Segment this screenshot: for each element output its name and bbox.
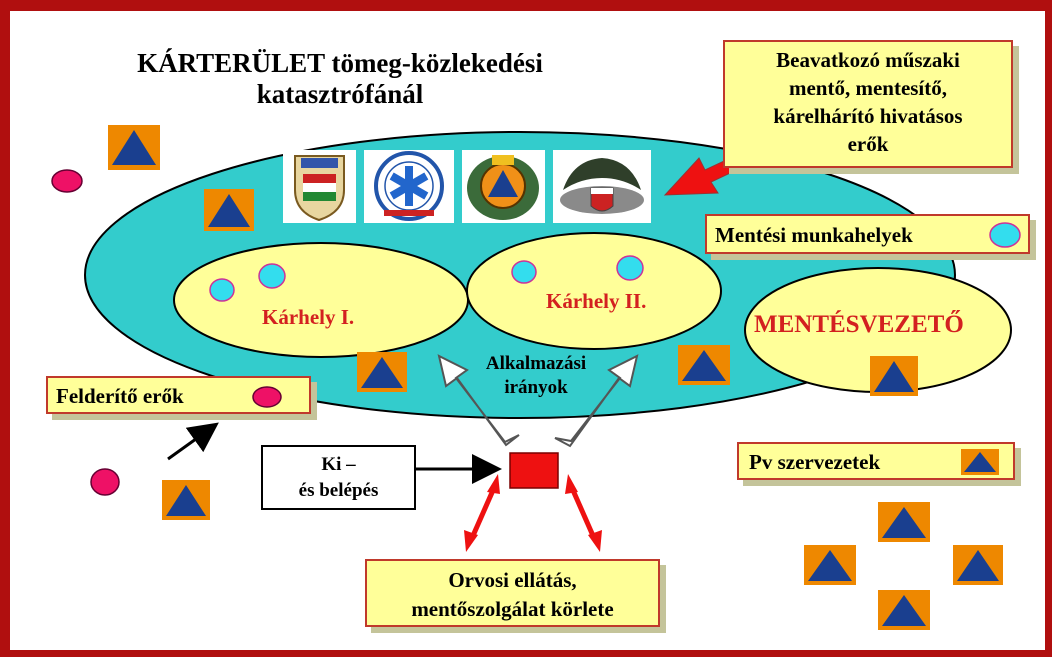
red-double-arrow-right [565, 474, 602, 552]
beavatkozo-line1: Beavatkozó műszaki [776, 48, 960, 72]
orvosi-line1: Orvosi ellátás, [448, 568, 577, 592]
white-arrow-right [554, 354, 639, 448]
felderito-erok-box: Felderítő erők [46, 376, 311, 414]
frame-bottom-border [0, 650, 1052, 657]
karhely2-label: Kárhely II. [546, 289, 647, 313]
pv-unit-icon [878, 502, 930, 547]
worksite-circle [209, 278, 235, 302]
ambulance-star-of-life-icon [364, 150, 454, 223]
frame-right-border [1045, 0, 1052, 657]
ki-belepes-line2: és belépés [298, 480, 379, 501]
worksite-circle [616, 255, 644, 281]
frame-top-border [0, 0, 1052, 11]
worksite-circle [511, 260, 537, 284]
scout-circle [51, 169, 83, 193]
worksite-legend-circle [989, 222, 1021, 248]
alkalmazasi-line2: irányok [504, 377, 568, 398]
title-line2: katasztrófánál [256, 79, 424, 109]
pv-unit-icon [953, 545, 1003, 590]
frame-left-border [0, 0, 10, 657]
worksite-circle [258, 263, 286, 289]
entry-point-square [509, 452, 559, 489]
scout-legend-circle [252, 386, 282, 408]
title-line1: KÁRTERÜLET tömeg-közlekedési [137, 48, 543, 78]
pv-unit-icon [108, 125, 160, 175]
pv-szervezetek-label: Pv szervezetek [749, 450, 881, 474]
beavatkozo-box: Beavatkozó műszaki mentő, mentesítő, kár… [723, 40, 1013, 168]
pv-unit-icon [878, 590, 930, 635]
white-arrow-left [437, 354, 520, 447]
felderito-erok-label: Felderítő erők [56, 384, 184, 408]
pv-unit-icon [204, 189, 254, 236]
diagram-title: KÁRTERÜLET tömeg-közlekedési katasztrófá… [60, 48, 620, 110]
mentesi-munkahelyek-label: Mentési munkahelyek [715, 223, 913, 247]
black-arrow-felderito [167, 422, 219, 461]
red-double-arrow-left [464, 474, 500, 552]
alkalmazasi-iranyok-label: Alkalmazási irányok [476, 352, 596, 400]
ki-belepes-box: Ki – és belépés [261, 445, 416, 510]
civil-protection-emblem-icon [462, 150, 545, 223]
orvosi-line2: mentőszolgálat körlete [411, 597, 614, 621]
pv-unit-icon [804, 545, 856, 590]
mentesvezeto-label: MENTÉSVEZETŐ [754, 311, 964, 338]
pv-unit-icon [162, 480, 210, 525]
scout-circle [90, 468, 120, 496]
beavatkozo-line4: erők [847, 132, 889, 156]
pv-unit-icon [357, 352, 407, 397]
orvosi-ellatas-box: Orvosi ellátás, mentőszolgálat körlete [365, 559, 660, 627]
beavatkozo-line3: kárelhárító hivatásos [773, 104, 963, 128]
pv-szervezetek-box: Pv szervezetek [737, 442, 1015, 480]
beavatkozo-line2: mentő, mentesítő, [788, 76, 948, 100]
karhely1-label: Kárhely I. [262, 305, 355, 329]
mentesi-munkahelyek-box: Mentési munkahelyek [705, 214, 1030, 254]
military-emblem-icon [553, 150, 651, 223]
pv-legend-icon [961, 449, 999, 475]
pv-unit-icon [678, 345, 730, 390]
police-emblem-icon [283, 150, 356, 223]
ki-belepes-line1: Ki – [321, 454, 356, 475]
alkalmazasi-line1: Alkalmazási [485, 353, 587, 374]
pv-unit-icon [870, 356, 918, 401]
